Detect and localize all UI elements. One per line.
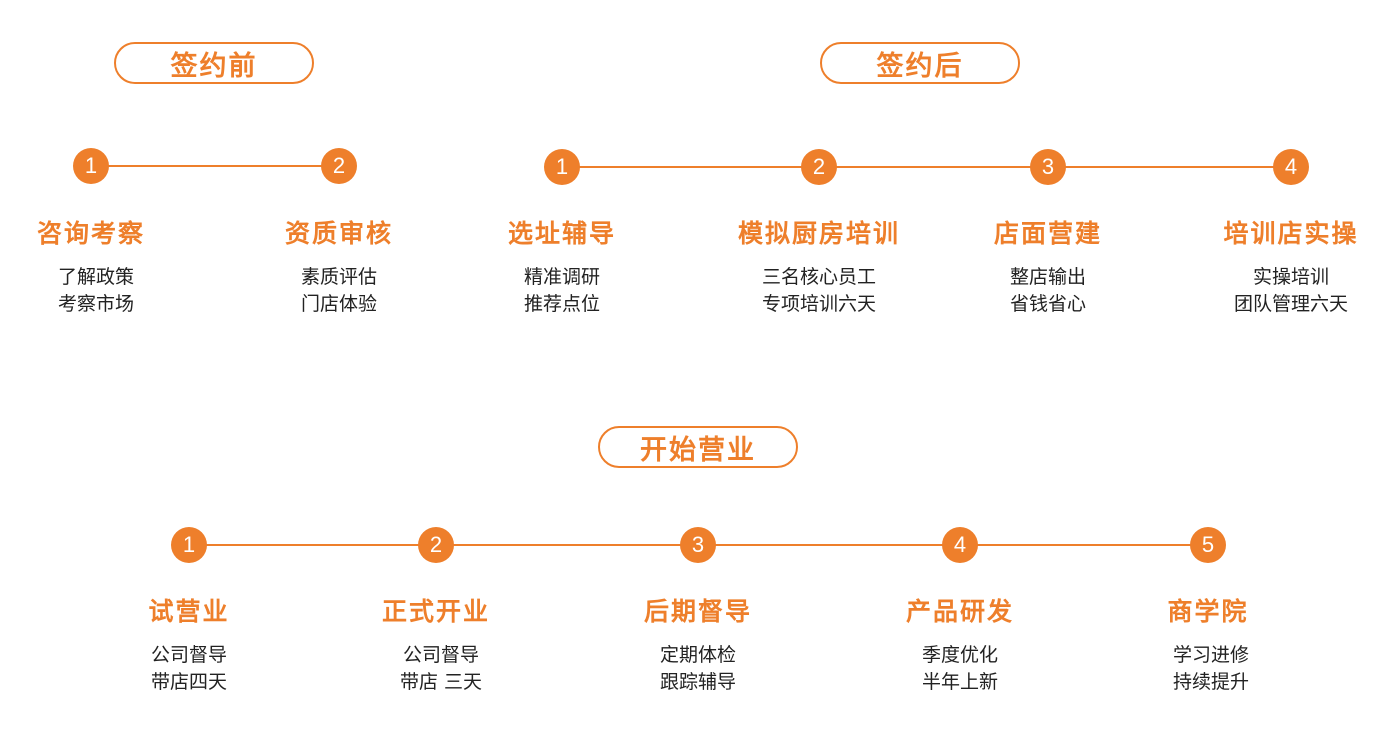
step-desc-line: 持续提升 (1172, 671, 1249, 693)
step-node-after-3: 3 (1030, 149, 1066, 185)
step-desc-after-1: 精准调研 推荐点位 (452, 264, 672, 318)
step-desc-line: 公司督导 (402, 644, 479, 666)
step-node-opening-5: 5 (1190, 527, 1226, 563)
step-desc-line: 素质评估 (300, 266, 377, 288)
step-desc-opening-5: 学习进修 持续提升 (1101, 642, 1321, 696)
step-node-opening-3: 3 (680, 527, 716, 563)
step-node-before-2: 2 (321, 148, 357, 184)
step-desc-opening-2: 公司督导 带店 三天 (331, 642, 551, 696)
step-desc-line: 考察市场 (57, 293, 134, 315)
step-desc-line: 团队管理六天 (1233, 293, 1348, 315)
step-desc-line: 门店体验 (300, 293, 377, 315)
step-node-opening-1: 1 (171, 527, 207, 563)
timeline-line-after-signing (562, 166, 1291, 168)
step-node-opening-4: 4 (942, 527, 978, 563)
step-desc-line: 整店输出 (1009, 266, 1086, 288)
section-title-opening: 开始营业 (598, 426, 798, 468)
step-title-before-2: 资质审核 (284, 219, 393, 248)
step-desc-line: 公司督导 (150, 644, 227, 666)
step-title-opening-2: 正式开业 (381, 597, 490, 626)
step-desc-line: 学习进修 (1172, 644, 1249, 666)
step-desc-line: 推荐点位 (523, 293, 600, 315)
step-desc-after-2: 三名核心员工 专项培训六天 (709, 264, 929, 318)
step-title-after-4: 培训店实操 (1223, 219, 1359, 248)
step-desc-line: 实操培训 (1252, 266, 1329, 288)
section-title-before-signing: 签约前 (114, 42, 314, 84)
step-desc-before-2: 素质评估 门店体验 (229, 264, 449, 318)
step-desc-before-1: 了解政策 考察市场 (0, 264, 206, 318)
step-desc-line: 专项培训六天 (761, 293, 876, 315)
step-node-opening-2: 2 (418, 527, 454, 563)
step-desc-opening-4: 季度优化 半年上新 (850, 642, 1070, 696)
step-desc-line: 带店 三天 (399, 671, 483, 693)
step-node-before-1: 1 (73, 148, 109, 184)
step-title-opening-3: 后期督导 (643, 597, 752, 626)
step-title-opening-4: 产品研发 (905, 597, 1014, 626)
step-desc-line: 定期体检 (659, 644, 736, 666)
step-desc-line: 季度优化 (921, 644, 998, 666)
step-desc-line: 半年上新 (921, 671, 998, 693)
step-desc-line: 三名核心员工 (761, 266, 876, 288)
step-title-after-2: 模拟厨房培训 (737, 219, 900, 248)
step-title-before-1: 咨询考察 (36, 219, 145, 248)
step-node-after-1: 1 (544, 149, 580, 185)
step-desc-line: 跟踪辅导 (659, 671, 736, 693)
step-desc-line: 带店四天 (150, 671, 227, 693)
step-desc-after-4: 实操培训 团队管理六天 (1181, 264, 1400, 318)
step-desc-after-3: 整店输出 省钱省心 (938, 264, 1158, 318)
section-title-after-signing: 签约后 (820, 42, 1020, 84)
step-desc-line: 了解政策 (57, 266, 134, 288)
step-node-after-4: 4 (1273, 149, 1309, 185)
timeline-line-before-signing (91, 165, 339, 167)
step-title-after-3: 店面营建 (993, 219, 1102, 248)
step-desc-line: 精准调研 (523, 266, 600, 288)
step-title-opening-1: 试营业 (148, 597, 230, 626)
step-title-opening-5: 商学院 (1167, 597, 1249, 626)
step-title-after-1: 选址辅导 (507, 219, 616, 248)
step-desc-opening-3: 定期体检 跟踪辅导 (588, 642, 808, 696)
step-desc-opening-1: 公司督导 带店四天 (79, 642, 299, 696)
step-node-after-2: 2 (801, 149, 837, 185)
step-desc-line: 省钱省心 (1009, 293, 1086, 315)
